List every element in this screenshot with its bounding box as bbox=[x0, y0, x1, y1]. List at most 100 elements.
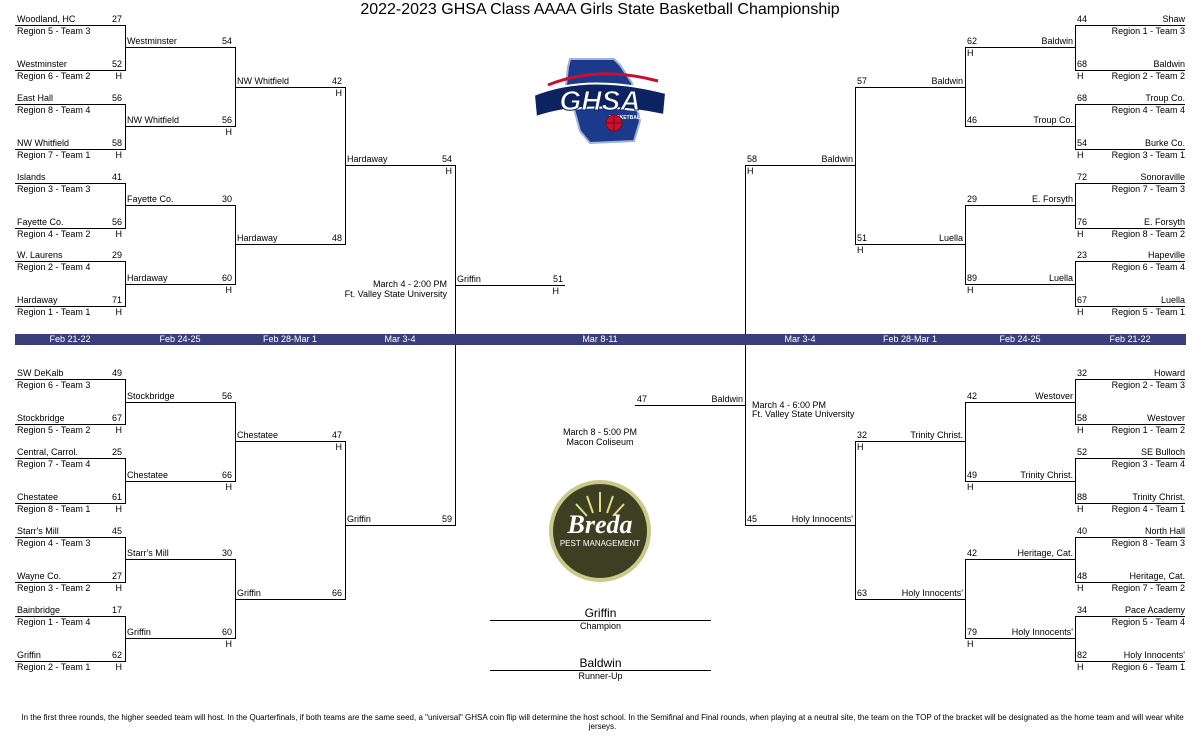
team-name: Woodland, HC bbox=[17, 14, 76, 24]
team-score: 66 bbox=[331, 588, 342, 598]
team-seed: Region 3 - Team 3 bbox=[17, 184, 91, 194]
team-name: Holy Innocents' bbox=[1123, 650, 1185, 660]
team-name: Westover bbox=[1035, 391, 1073, 401]
team-score: 40 bbox=[1077, 526, 1088, 536]
team-score: 68 bbox=[1077, 59, 1088, 69]
breda-logo: Breda PEST MANAGEMENT bbox=[549, 480, 651, 582]
team-score: 63 bbox=[857, 588, 868, 598]
bracket-line bbox=[855, 599, 965, 600]
team-seed: Region 5 - Team 2 bbox=[17, 425, 91, 435]
ghsa-logo: GHSA BASKETBALL bbox=[532, 58, 668, 145]
bracket-line bbox=[1075, 458, 1076, 504]
bracket-line bbox=[125, 559, 235, 560]
home-marker: H bbox=[857, 442, 864, 452]
home-marker: H bbox=[967, 482, 974, 492]
team-score: 56 bbox=[111, 217, 122, 227]
bracket-line bbox=[345, 525, 455, 526]
team-name: Griffin bbox=[17, 650, 41, 660]
breda-logo-text: Breda bbox=[567, 510, 633, 539]
bracket-line bbox=[1075, 503, 1185, 504]
bracket-line bbox=[125, 638, 235, 639]
bracket-line bbox=[345, 165, 455, 166]
team-name: Westminster bbox=[17, 59, 67, 69]
team-name: Holy Innocents' bbox=[791, 514, 853, 524]
bracket-line bbox=[1075, 261, 1185, 262]
bracket-line bbox=[965, 559, 1075, 560]
team-seed: Region 8 - Team 4 bbox=[17, 105, 91, 115]
home-marker: H bbox=[1077, 583, 1084, 593]
team-name: Hapeville bbox=[1147, 250, 1185, 260]
team-score: 17 bbox=[111, 605, 122, 615]
home-marker: H bbox=[115, 662, 123, 672]
team-score: 54 bbox=[1077, 138, 1088, 148]
bracket-line bbox=[965, 47, 1075, 48]
team-score: 29 bbox=[111, 250, 122, 260]
team-seed: Region 2 - Team 2 bbox=[1111, 71, 1185, 81]
team-score: 61 bbox=[111, 492, 122, 502]
final-time: March 8 - 5:00 PM bbox=[562, 427, 638, 437]
team-name: Heritage, Cat. bbox=[1129, 571, 1185, 581]
home-marker: H bbox=[115, 583, 123, 593]
team-name: Wayne Co. bbox=[17, 571, 62, 581]
team-name: Pace Academy bbox=[1124, 605, 1185, 615]
home-marker: H bbox=[115, 425, 123, 435]
bracket-line bbox=[15, 183, 125, 184]
team-score: 59 bbox=[441, 514, 452, 524]
bracket-line bbox=[125, 183, 126, 229]
team-name: Trinity Christ. bbox=[1020, 470, 1073, 480]
team-seed: Region 4 - Team 1 bbox=[1111, 504, 1185, 514]
team-seed: Region 8 - Team 3 bbox=[1111, 538, 1185, 548]
team-name: Fayette Co. bbox=[127, 194, 174, 204]
bracket-line bbox=[455, 165, 456, 526]
semifinal-left-time: March 4 - 2:00 PM bbox=[372, 279, 447, 289]
team-seed: Region 8 - Team 2 bbox=[1111, 229, 1185, 239]
team-seed: Region 3 - Team 1 bbox=[1111, 150, 1185, 160]
date-label: Feb 28-Mar 1 bbox=[262, 334, 318, 344]
bracket-line bbox=[745, 525, 855, 526]
bracket-line bbox=[15, 25, 125, 26]
home-marker: H bbox=[225, 639, 233, 649]
bracket-line bbox=[855, 87, 856, 245]
bracket-line bbox=[635, 405, 745, 406]
team-score: 49 bbox=[967, 470, 978, 480]
bracket-line bbox=[1075, 616, 1076, 662]
home-marker: H bbox=[225, 482, 233, 492]
team-name: Baldwin bbox=[931, 76, 963, 86]
team-name: Luella bbox=[938, 233, 963, 243]
date-label: Feb 21-22 bbox=[1109, 334, 1151, 344]
bracket-line bbox=[965, 126, 1075, 127]
bracket-line bbox=[965, 402, 966, 482]
breda-logo-subtext: PEST MANAGEMENT bbox=[560, 539, 640, 548]
team-name: Trinity Christ. bbox=[910, 430, 963, 440]
bracket-line bbox=[125, 47, 235, 48]
home-marker: H bbox=[335, 88, 343, 98]
team-seed: Region 5 - Team 4 bbox=[1111, 617, 1185, 627]
bracket-line bbox=[235, 244, 345, 245]
team-name: Baldwin bbox=[821, 154, 853, 164]
team-name: Stockbridge bbox=[127, 391, 175, 401]
team-name: North Hall bbox=[1144, 526, 1185, 536]
team-name: Stockbridge bbox=[17, 413, 65, 423]
team-name: NW Whitfield bbox=[127, 115, 180, 125]
team-seed: Region 7 - Team 2 bbox=[1111, 583, 1185, 593]
team-seed: Region 7 - Team 3 bbox=[1111, 184, 1185, 194]
team-name: Starr's Mill bbox=[127, 548, 169, 558]
home-marker: H bbox=[115, 71, 123, 81]
bracket-line bbox=[125, 284, 235, 285]
bracket-line bbox=[965, 481, 1075, 482]
team-score: 62 bbox=[111, 650, 122, 660]
runner-up-line bbox=[490, 670, 711, 671]
team-score: 67 bbox=[111, 413, 122, 423]
team-name: Howard bbox=[1153, 368, 1185, 378]
team-name: Shaw bbox=[1162, 14, 1185, 24]
bracket-line bbox=[15, 616, 125, 617]
team-name: NW Whitfield bbox=[17, 138, 70, 148]
team-seed: Region 5 - Team 1 bbox=[1111, 307, 1185, 317]
bracket-line bbox=[855, 87, 965, 88]
semifinal-right-venue: Ft. Valley State University bbox=[752, 409, 855, 419]
semifinal-right-time: March 4 - 6:00 PM bbox=[752, 400, 827, 410]
team-name: Hardaway bbox=[127, 273, 168, 283]
team-name: E. Forsyth bbox=[1031, 194, 1073, 204]
bracket-line bbox=[15, 306, 125, 307]
